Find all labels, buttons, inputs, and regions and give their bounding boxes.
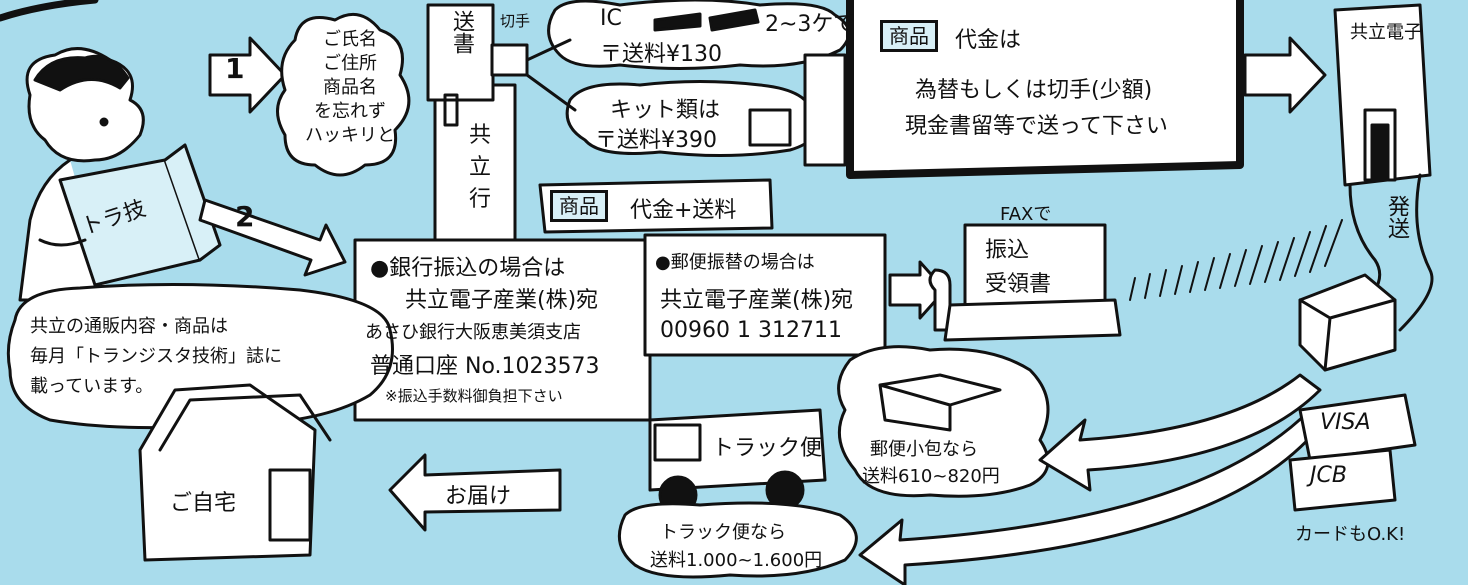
stamp-shape [490,43,529,77]
ic-count: 2~3ケで [765,12,856,37]
fax-paper-line1: 振込 [985,238,1030,263]
visa-card [1298,393,1417,462]
pointer-to-ic [525,38,572,62]
arrow-step2 [198,198,347,277]
address-line: 行 [468,187,491,212]
speech-bubble [6,282,394,430]
parcel-fee-line2: 送料610~820円 [862,466,1000,487]
truck-fee-line1: トラック便なら [660,522,786,543]
bank-line3: あさひ銀行大阪恵美須支店 [365,322,581,343]
kit-fee: 〒送料¥390 [595,128,717,153]
return-arrow-upper [1038,373,1322,492]
arrow-step1 [208,36,287,114]
visa-label: VISA [1320,410,1371,435]
letter-line: ご住所 [323,53,377,74]
truck-window [653,423,702,462]
bank-note: ※振込手数料御負担下さい [385,387,563,405]
fax-handset [928,268,952,332]
ship-label: 発送 [1384,195,1409,239]
letter-line: ハッキリと [305,125,395,146]
postal-line3: 00960 1 312711 [660,318,842,343]
speech-line: 毎月「トランジスタ技術」誌に [30,346,282,367]
jcb-label: JCB [1310,463,1347,488]
letter-content-cloud [276,12,411,177]
bank-line1: ●銀行振込の場合は [370,256,566,281]
house-roof [158,393,332,452]
delivery-arrow [388,453,562,532]
jcb-card [1288,448,1397,512]
ic-label: IC [600,6,622,31]
postal-transfer-box [643,233,887,357]
ic-fee: 〒送料¥130 [600,42,722,67]
kit-box-icon [748,108,792,147]
store-door-dark [1370,123,1390,182]
ic-chip-2 [708,8,760,32]
envelope-label: 送書 [449,10,474,54]
step1-number: 1 [225,52,245,85]
truck-fee-line2: 送料1.000~1.600円 [650,550,823,571]
payment-panel-frame [846,0,1244,179]
fax-signal-lines [1129,219,1343,301]
speech-text: 共立の通販内容・商品は 毎月「トランジスタ技術」誌に 載っています。 [30,312,282,402]
truck-fee-cloud [617,501,858,579]
person-reading-figure [18,47,222,302]
stamp-label: 切手 [500,12,531,30]
postal-line2: 共立電子産業(株)宛 [660,288,854,313]
arrow-to-store [1243,36,1327,114]
truck-label: トラック便 [712,436,823,461]
speech-line: 載っています。 [30,376,154,397]
envelope-address: 共 立 行 [465,120,495,216]
fax-paper-line2: 受領書 [985,272,1052,297]
bank-transfer-box [353,238,652,422]
store-sign: 共立電子 [1350,22,1422,43]
ic-chip-1 [653,12,702,32]
parcel-box [1298,273,1397,372]
open-box-icon [878,373,1002,432]
payment-method-line1: 為替もしくは切手(少額) [915,78,1153,103]
fax-label: FAXで [1000,204,1052,225]
mail-pillar [803,53,847,167]
address-line: 共 [468,123,491,148]
ic-postage-cloud [547,0,851,70]
product-tag-step2: 商品 [550,190,608,222]
top-band-stroke [0,0,99,22]
letter-line: ご氏名 [323,29,377,50]
parcel-fee-line1: 郵便小包なら [870,439,978,460]
letter-line: 商品名 [323,77,377,98]
price-plus-shipping: 代金+送料 [630,198,737,223]
letter-content-text: ご氏名 ご住所 商品名 を忘れず ハッキリと [305,28,395,148]
house-door [268,468,312,542]
product-tag-top: 商品 [880,20,938,52]
bank-line4: 普通口座 No.1023573 [370,354,600,379]
delivery-label: お届け [445,484,512,509]
envelope-window [443,93,459,127]
postal-line1: ●郵便振替の場合は [655,252,815,273]
house-label: ご自宅 [170,491,237,516]
payment-method-line2: 現金書留等で送って下さい [905,114,1168,139]
return-arrow-lower [858,408,1327,585]
fax-machine-body [943,298,1122,342]
kit-label: キット類は [610,98,721,123]
envelope-back [433,83,517,252]
cards-ok-label: カードもO.K! [1295,524,1406,545]
step2-number: 2 [235,200,255,233]
fax-paper [963,223,1107,307]
price-label-top: 代金は [955,28,1022,53]
address-line: 立 [468,155,491,180]
pointer-to-kit [525,73,577,112]
store-building [1333,3,1432,187]
speech-line: 共立の通販内容・商品は [30,316,228,337]
bank-line2: 共立電子産業(株)宛 [405,288,599,313]
letter-line: を忘れず [314,101,386,122]
